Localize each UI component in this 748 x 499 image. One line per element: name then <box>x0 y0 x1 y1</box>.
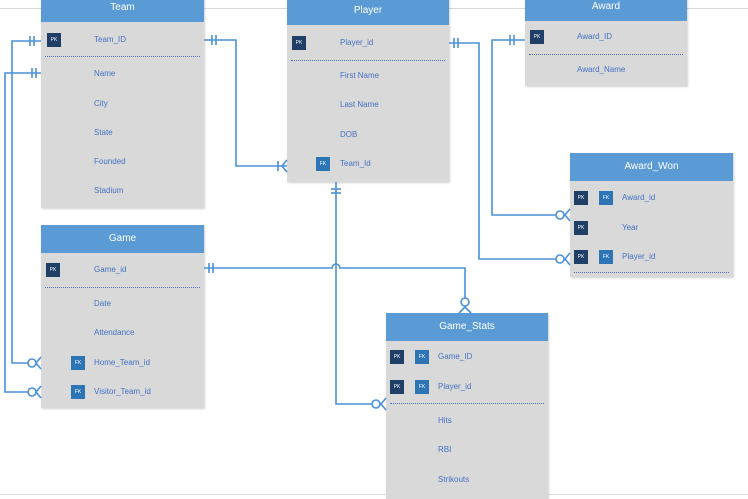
fk-badge: FK <box>415 380 429 394</box>
attr-game-home-team-id[interactable]: Home_Team_id <box>94 358 151 367</box>
pk-separator <box>45 56 200 57</box>
attr-game-stats-hits[interactable]: Hits <box>438 416 452 425</box>
pk-badge: PK <box>390 350 404 364</box>
attr-game-date[interactable]: Date <box>94 299 111 308</box>
entity-award-won[interactable]: Award_Won PK FK Award_id PK Year PK FK P… <box>570 153 733 277</box>
fk-badge: FK <box>316 157 330 171</box>
attr-award-won-player-id[interactable]: Player_id <box>622 252 656 261</box>
attr-game-stats-game-id[interactable]: Game_ID <box>438 352 473 361</box>
attr-player-team-id[interactable]: Team_Id <box>340 159 371 168</box>
pk-badge: PK <box>574 250 588 264</box>
pk-badge: PK <box>574 191 588 205</box>
fk-badge: FK <box>71 356 85 370</box>
entity-game-title: Game <box>41 225 204 253</box>
fk-badge: FK <box>71 385 85 399</box>
attr-player-dob[interactable]: DOB <box>340 130 358 139</box>
attr-player-last-name[interactable]: Last Name <box>340 100 379 109</box>
pk-separator <box>45 287 200 288</box>
pk-separator <box>529 54 683 55</box>
relationship-team-home-game[interactable] <box>11 36 42 370</box>
attr-game-stats-rbi[interactable]: RBI <box>438 445 452 454</box>
fk-badge: FK <box>415 350 429 364</box>
attr-team-state[interactable]: State <box>94 128 113 137</box>
pk-badge: PK <box>390 380 404 394</box>
page-bottom-border <box>0 494 748 495</box>
entity-award-won-title: Award_Won <box>570 153 733 181</box>
attr-award-name[interactable]: Award_Name <box>577 65 626 74</box>
attr-team-name[interactable]: Name <box>94 69 116 78</box>
pk-separator <box>291 60 445 61</box>
entity-team-title: Team <box>41 0 204 22</box>
relationship-team-player[interactable] <box>204 35 288 173</box>
relationship-player-award-won[interactable] <box>449 38 571 266</box>
pk-badge: PK <box>47 33 61 47</box>
pk-separator <box>390 403 544 404</box>
entity-player-title: Player <box>287 0 449 25</box>
entity-award-title: Award <box>525 0 687 21</box>
relationship-award-award-won[interactable] <box>491 35 571 222</box>
relationship-game-game-stats[interactable] <box>204 263 472 314</box>
attr-game-id[interactable]: Game_id <box>94 265 127 274</box>
attr-award-won-award-id[interactable]: Award_id <box>622 193 656 202</box>
attr-team-id[interactable]: Team_ID <box>94 35 127 44</box>
pk-badge: PK <box>574 221 588 235</box>
pk-badge: PK <box>292 36 306 50</box>
pk-badge: PK <box>530 30 544 44</box>
attr-award-won-year[interactable]: Year <box>622 223 639 232</box>
attr-player-first-name[interactable]: First Name <box>340 71 380 80</box>
attr-team-stadium[interactable]: Stadium <box>94 186 124 195</box>
attr-team-founded[interactable]: Founded <box>94 157 126 166</box>
entity-team[interactable]: Team PK Team_ID Name City State Founded … <box>41 0 204 208</box>
entity-player[interactable]: Player PK Player_id First Name Last Name… <box>287 0 449 182</box>
attr-game-attendance[interactable]: Attendance <box>94 328 135 337</box>
pk-badge: PK <box>46 263 60 277</box>
entity-game[interactable]: Game PK Game_id Date Attendance FK Home_… <box>41 225 204 408</box>
attr-team-city[interactable]: City <box>94 99 108 108</box>
attr-game-stats-strikouts[interactable]: Strikouts <box>438 475 470 484</box>
attr-player-id[interactable]: Player_id <box>340 38 374 47</box>
entity-award[interactable]: Award PK Award_ID Award_Name <box>525 0 687 86</box>
fk-badge: FK <box>599 191 613 205</box>
attr-game-visitor-team-id[interactable]: Visitor_Team_id <box>94 387 151 396</box>
pk-separator <box>574 272 729 273</box>
relationship-player-game-stats[interactable] <box>331 182 387 411</box>
attr-award-id[interactable]: Award_ID <box>577 32 612 41</box>
attr-game-stats-player-id[interactable]: Player_id <box>438 382 472 391</box>
fk-badge: FK <box>599 250 613 264</box>
entity-game-stats-title: Game_Stats <box>386 313 548 341</box>
entity-game-stats[interactable]: Game_Stats PK FK Game_ID PK FK Player_id… <box>386 313 548 499</box>
relationship-team-visitor-game[interactable] <box>4 68 42 399</box>
